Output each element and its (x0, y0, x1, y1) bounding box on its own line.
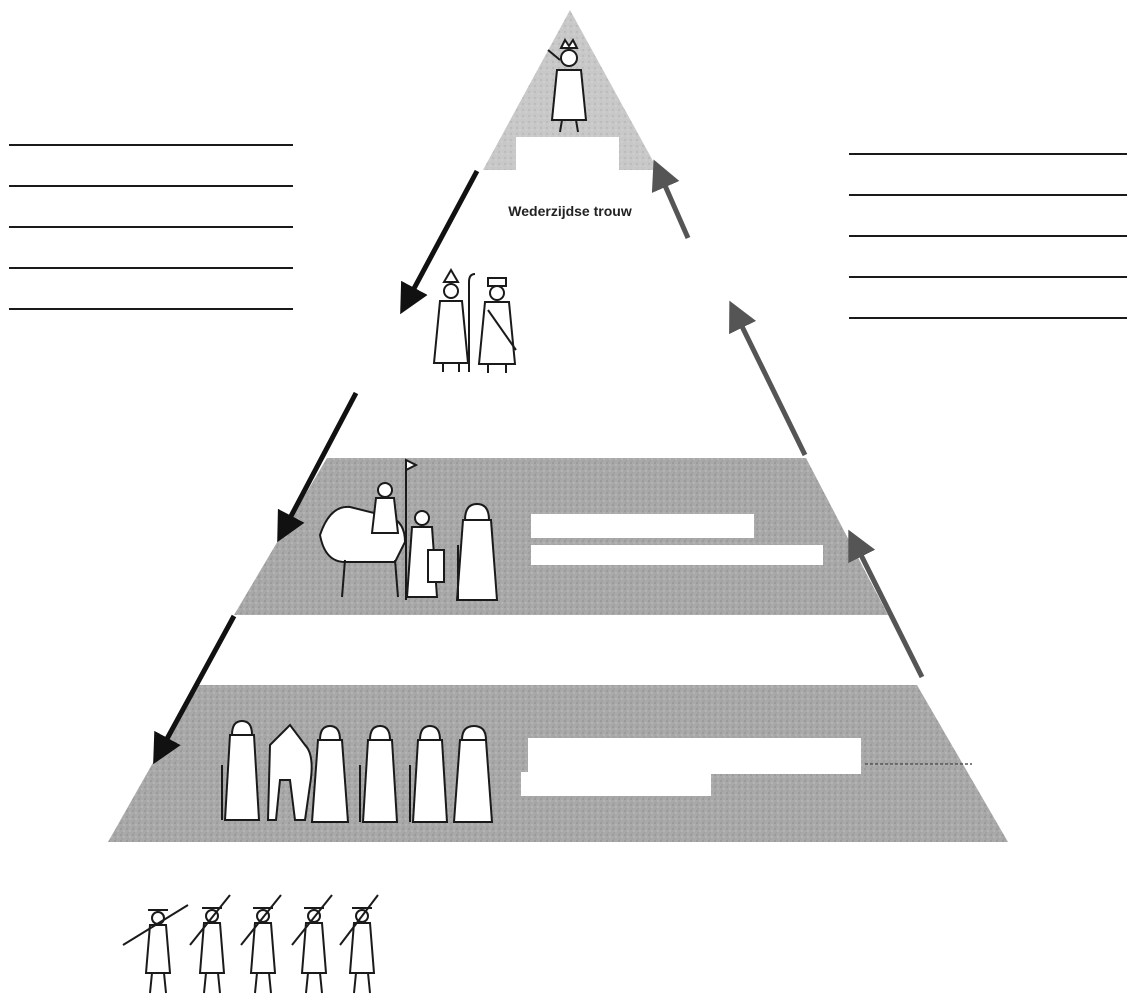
arrow-down (403, 171, 477, 309)
right-answer-lines (849, 154, 1127, 318)
blank-box-knights-1 (531, 514, 754, 538)
arrow-up (656, 165, 688, 238)
arrow-up (732, 306, 805, 455)
mutual-loyalty-label: Wederzijdse trouw (508, 203, 632, 219)
blank-box-knights-2 (531, 545, 823, 565)
blank-box-peasants-2 (521, 772, 711, 796)
left-answer-lines (9, 145, 293, 309)
blank-box-peasants-1 (528, 738, 861, 774)
peasant-row-icon (123, 895, 378, 993)
blank-box-king (516, 137, 619, 170)
noble-figure-icon (479, 278, 516, 373)
bishop-figure-icon (434, 270, 475, 372)
